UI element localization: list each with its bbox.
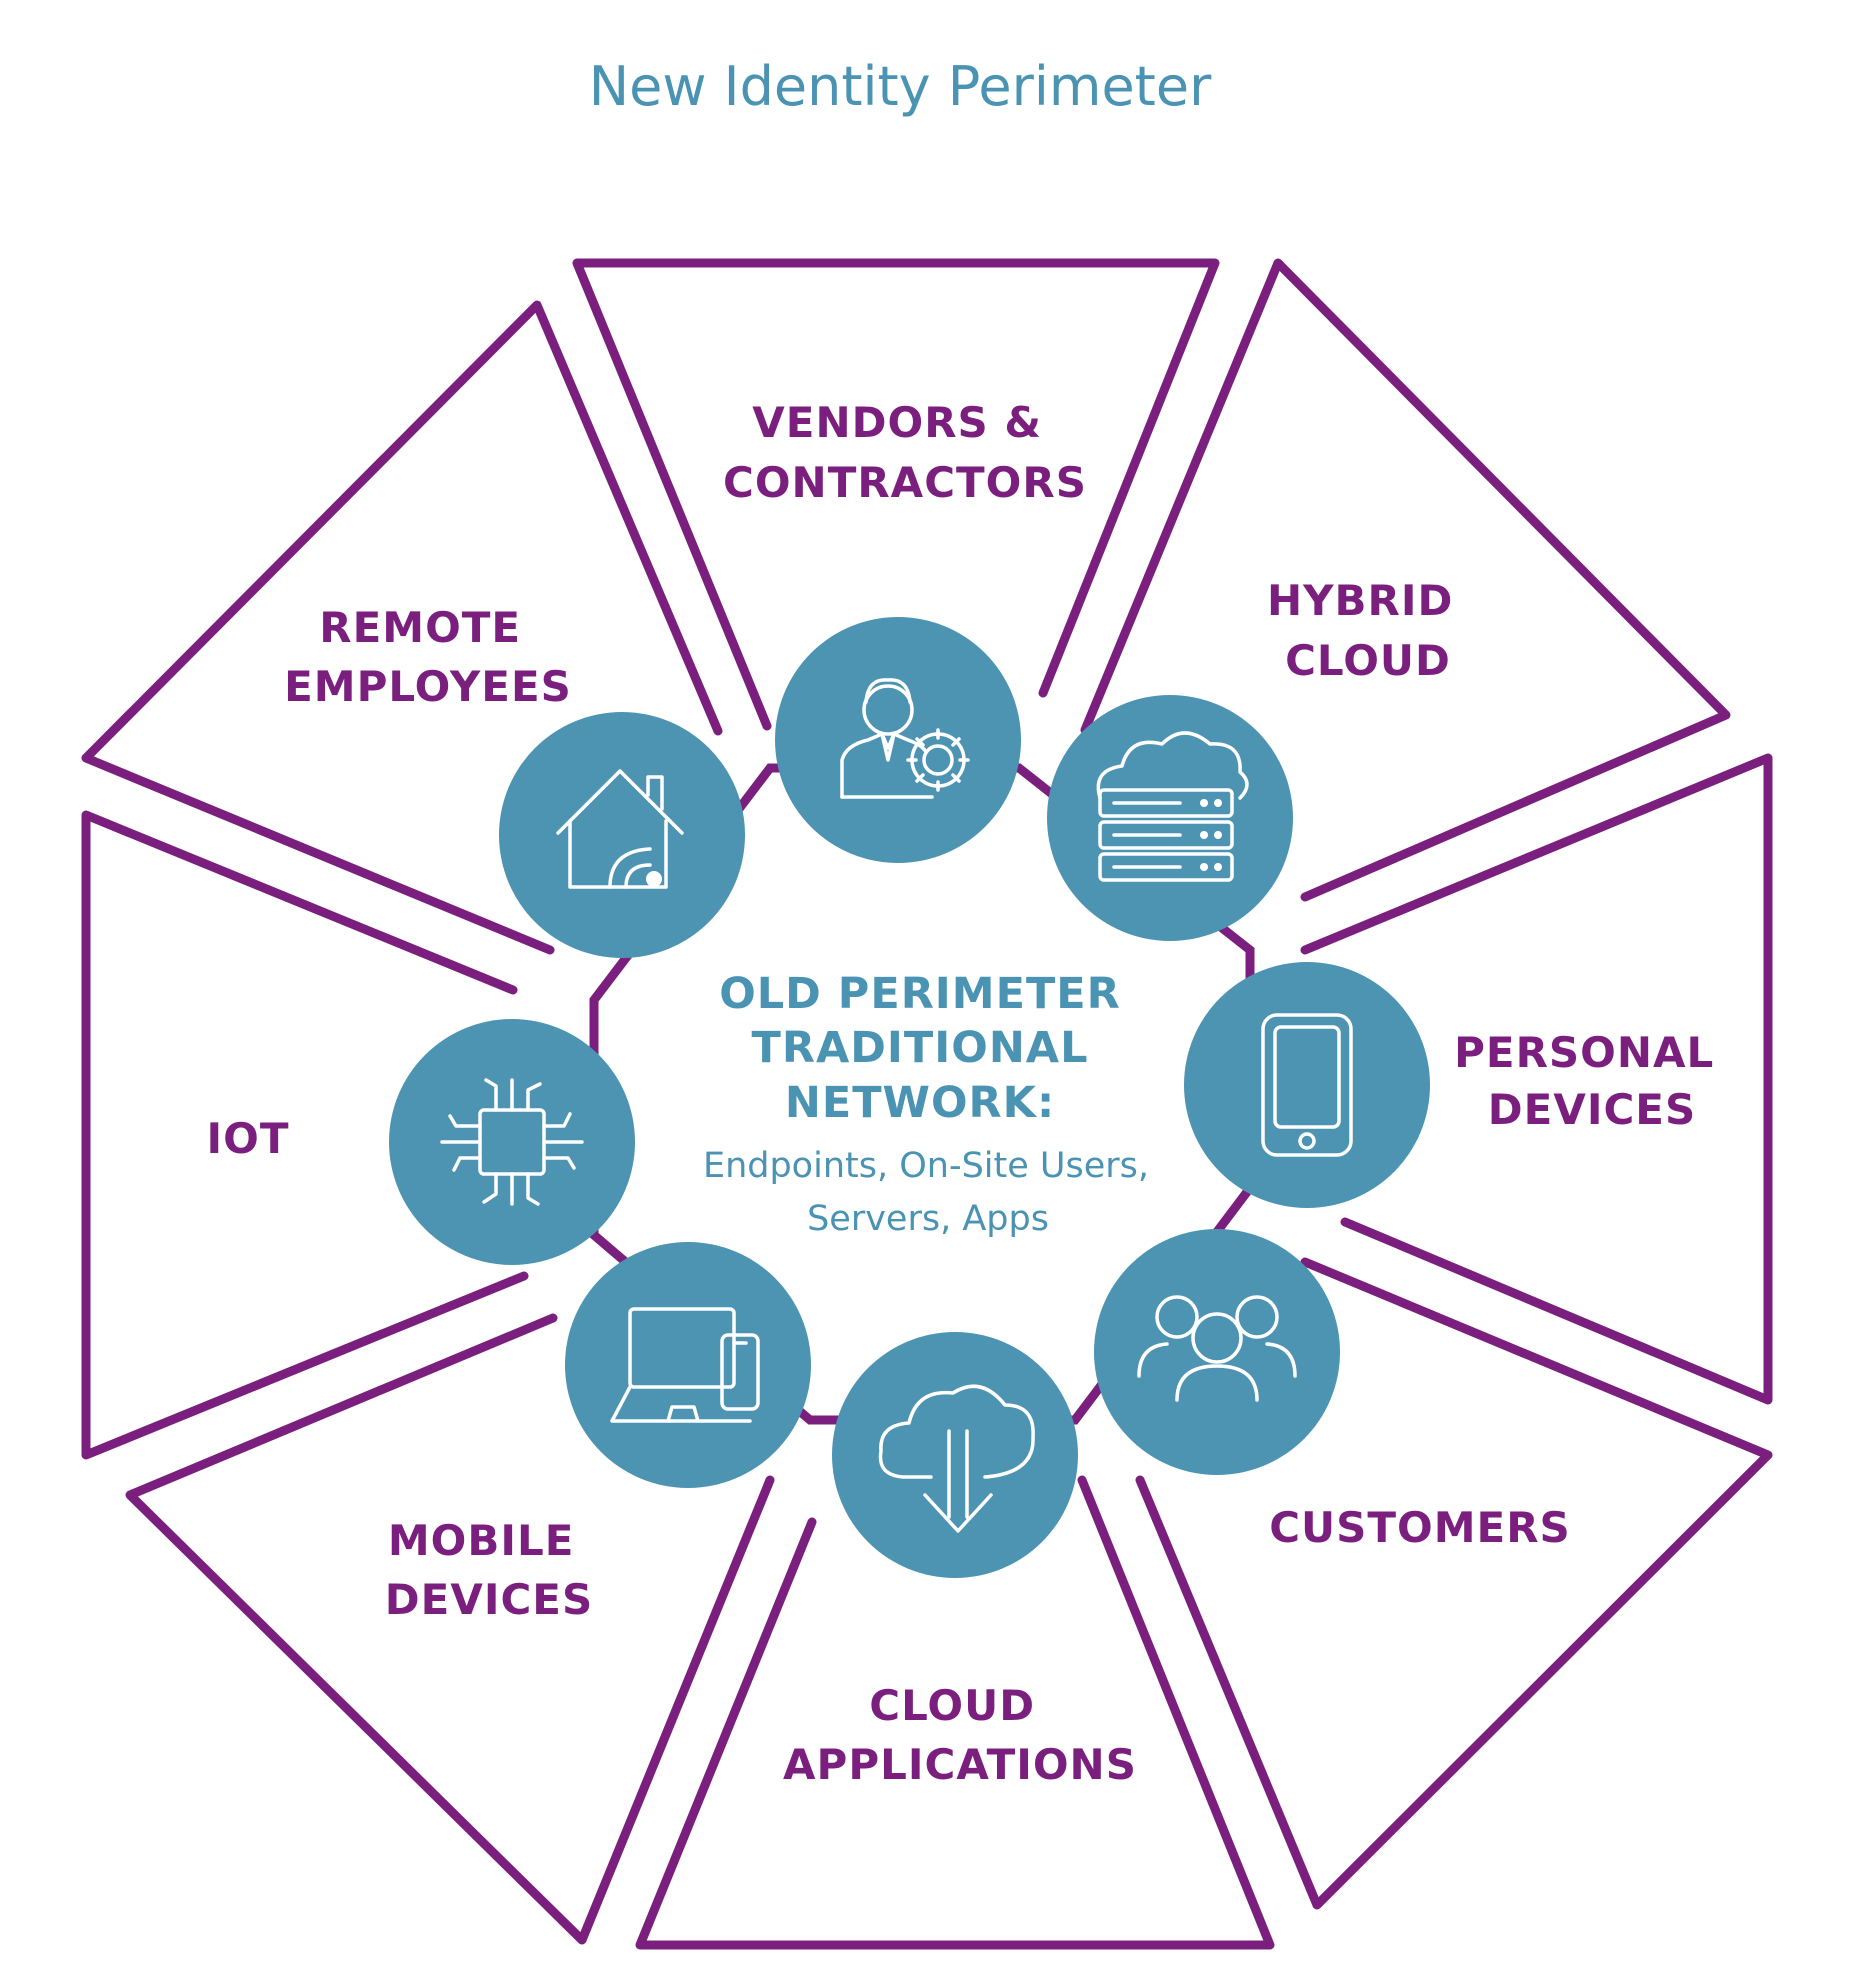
segment-mobile-devices-label-line-1: MOBILE <box>388 1516 575 1565</box>
segment-remote-employees-label: REMOTE EMPLOYEES <box>284 603 572 711</box>
segment-vendors-outline <box>572 258 1220 731</box>
page-title: New Identity Perimeter <box>589 55 1212 118</box>
segment-outlines <box>81 258 1773 1950</box>
user-gear-icon <box>775 617 1021 863</box>
segment-mobile-devices-outline <box>125 1313 775 1945</box>
cloud-download-icon <box>832 1332 1078 1578</box>
segment-cloud-applications-label-line-2: APPLICATIONS <box>783 1740 1137 1789</box>
segment-iot-label: IOT <box>207 1114 290 1163</box>
segment-cloud-applications-outline <box>635 1475 1275 1950</box>
segment-customers-label-line-1: CUSTOMERS <box>1269 1503 1571 1552</box>
microchip-icon <box>389 1019 635 1265</box>
segment-remote-employees-label-line-2: EMPLOYEES <box>284 662 572 711</box>
center-sub-line-2: Servers, Apps <box>807 1199 1049 1239</box>
segment-cloud-applications-label: CLOUD APPLICATIONS <box>783 1681 1137 1789</box>
segment-remote-employees-label-line-1: REMOTE <box>319 603 521 652</box>
cloud-server-icon <box>1047 695 1293 941</box>
center-heading-line-1: OLD PERIMETER <box>719 969 1121 1019</box>
smartphone-icon <box>1184 962 1430 1208</box>
segment-personal-devices-label-line-1: PERSONAL <box>1454 1028 1714 1077</box>
laptop-phone-icon <box>565 1242 811 1488</box>
segment-hybrid-cloud-label-line-1: HYBRID <box>1267 576 1453 625</box>
segment-hybrid-cloud-label-line-2: CLOUD <box>1285 636 1451 685</box>
segment-personal-devices-label: PERSONAL DEVICES <box>1454 1028 1730 1134</box>
center-heading-line-2: TRADITIONAL <box>752 1023 1089 1073</box>
center-text: OLD PERIMETER TRADITIONAL NETWORK: Endpo… <box>703 969 1153 1239</box>
segment-personal-devices-label-line-2: DEVICES <box>1488 1085 1696 1134</box>
center-heading-line-3: NETWORK: <box>785 1078 1055 1128</box>
segment-mobile-devices-label: MOBILE DEVICES <box>385 1516 593 1624</box>
segment-hybrid-cloud-label: HYBRID CLOUD <box>1267 576 1469 685</box>
segment-customers-label: CUSTOMERS <box>1269 1503 1571 1552</box>
segment-vendors-label-line-1: VENDORS & <box>752 398 1042 447</box>
segment-vendors-label: VENDORS & CONTRACTORS <box>723 398 1087 507</box>
segment-mobile-devices-label-line-2: DEVICES <box>385 1575 593 1624</box>
center-sub-line-1: Endpoints, On-Site Users, <box>703 1146 1149 1186</box>
segment-customers-outline <box>1135 1257 1773 1910</box>
segment-hybrid-cloud-outline <box>1080 258 1731 902</box>
segment-remote-employees-outline <box>81 300 723 955</box>
home-wifi-icon <box>499 712 745 958</box>
segment-vendors-label-line-2: CONTRACTORS <box>723 458 1087 507</box>
segment-cloud-applications-label-line-1: CLOUD <box>869 1681 1035 1730</box>
segment-iot-label-line-1: IOT <box>207 1114 290 1163</box>
segment-personal-devices-outline <box>1300 753 1773 1405</box>
segment-iot-outline <box>81 810 529 1460</box>
group-users-icon <box>1094 1229 1340 1475</box>
